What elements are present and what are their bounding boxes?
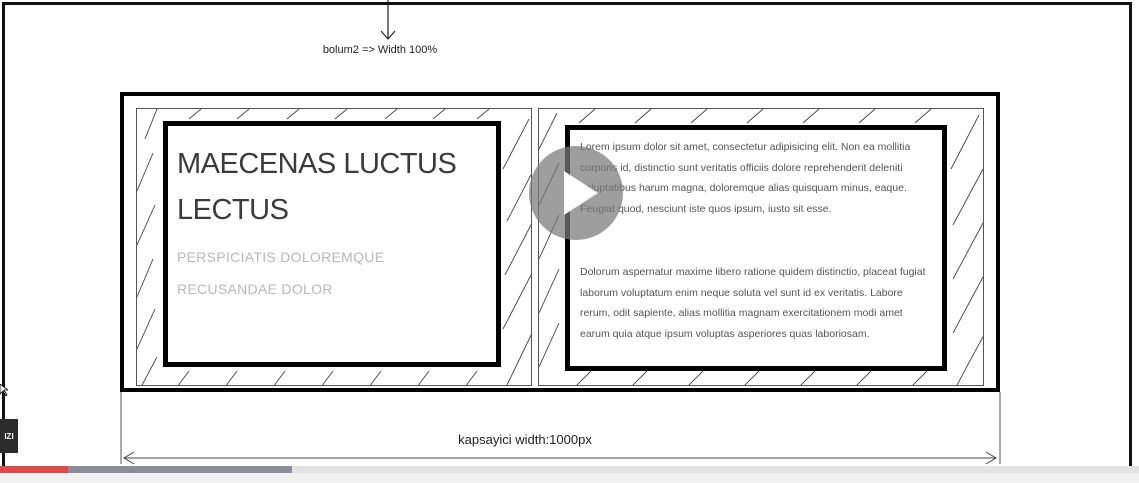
hatch-pattern [137,109,531,385]
progress-buffered [0,466,292,473]
left-column: MAECENAS LUCTUS LECTUS PERSPICIATIS DOLO… [136,108,532,386]
bottom-strip [0,473,1139,483]
card-subtitle: PERSPICIATIS DOLOREMQUE RECUSANDAE DOLOR [177,249,385,297]
body-paragraph: Lorem ipsum dolor sit amet, consectetur … [580,141,911,215]
heading-card [163,121,501,367]
play-button[interactable] [529,146,623,240]
slide-frame [2,2,1132,472]
body-paragraph: Dolorum aspernatur maxime libero ratione… [580,266,926,340]
cursor-icon [0,384,8,396]
width-dimension-line [120,392,1001,465]
down-arrow-icon [380,0,396,40]
video-progress-bar[interactable] [0,466,1139,473]
bottom-annotation-label: kapsayici width:1000px [458,432,592,447]
card-title: MAECENAS LUCTUS LECTUS [177,148,457,226]
hatch-pattern [539,109,983,385]
side-badge[interactable]: IZI [0,419,18,453]
progress-played [0,466,69,473]
top-annotation-label: bolum2 => Width 100% [322,44,438,56]
text-card: Lorem ipsum dolor sit amet, consectetur … [565,125,947,371]
right-column: Lorem ipsum dolor sit amet, consectetur … [538,108,984,386]
play-icon [564,171,598,215]
container-box: MAECENAS LUCTUS LECTUS PERSPICIATIS DOLO… [120,92,1000,392]
